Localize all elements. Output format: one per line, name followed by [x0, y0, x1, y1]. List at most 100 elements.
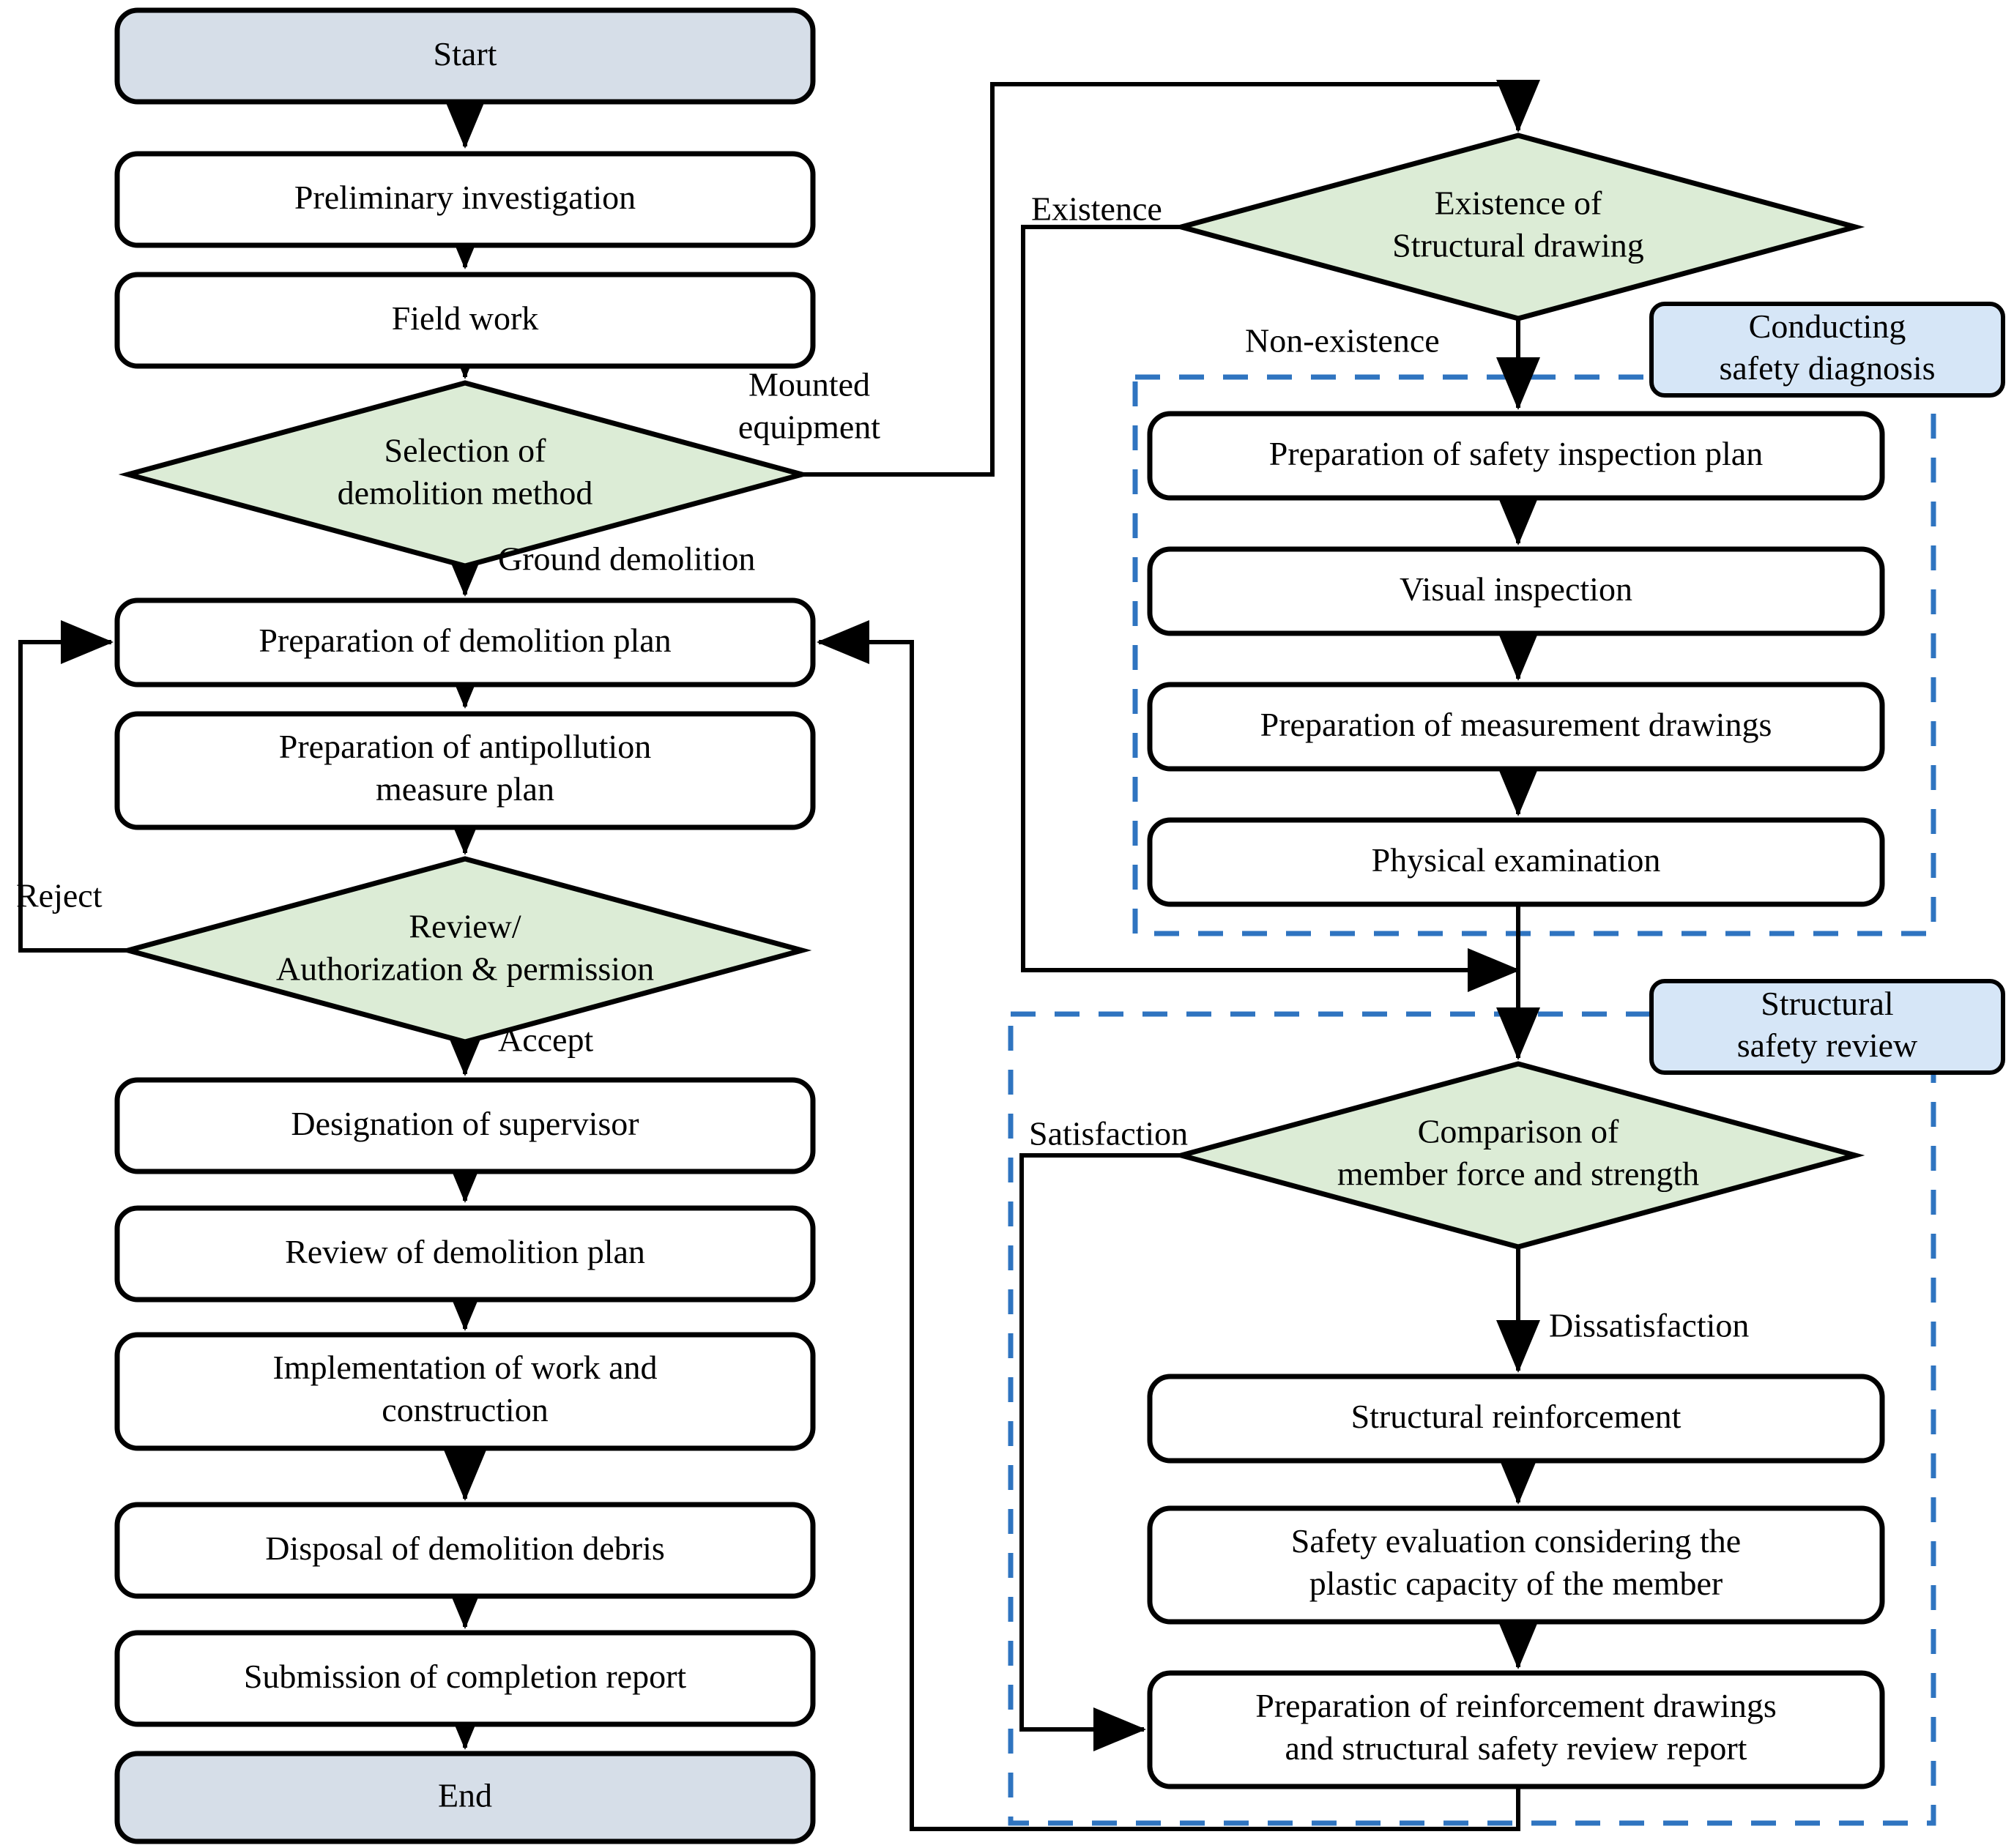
node-visualinsp[interactable]: Visual inspection: [1147, 546, 1885, 636]
process-shape: [114, 597, 816, 688]
group-dashed-border: [1008, 1011, 1936, 1826]
node-reinforcement[interactable]: Structural reinforcement: [1147, 1374, 1885, 1464]
edge-label-text: Non-existence: [1245, 322, 1440, 359]
process-shape: [114, 711, 816, 830]
process-shape: [114, 1332, 816, 1451]
group-tag-line1: Structural: [1761, 985, 1893, 1022]
process-shape: [1147, 1374, 1885, 1464]
node-measuredraw[interactable]: Preparation of measurement drawings: [1147, 682, 1885, 772]
node-label-line1: Comparison of: [1418, 1113, 1619, 1150]
node-label-line2: Structural drawing: [1392, 227, 1644, 264]
process-shape: [114, 1077, 816, 1174]
edge-label-non-existence: Non-existence: [1245, 322, 1440, 359]
terminal-shape: [114, 7, 816, 105]
node-label-line2: and structural safety review report: [1285, 1729, 1747, 1767]
node-label-line2: construction: [382, 1391, 548, 1428]
process-shape: [114, 1630, 816, 1727]
group-tag-structural-safety-review: Structural safety review: [1649, 979, 2005, 1075]
edge-existence-branch: [1021, 225, 1520, 992]
node-label-line2: measure plan: [376, 770, 554, 808]
node-field[interactable]: Field work: [114, 272, 816, 369]
node-label: Start: [434, 35, 497, 72]
node-supervisor[interactable]: Designation of supervisor: [114, 1077, 816, 1174]
edge-label-text: Satisfaction: [1029, 1115, 1188, 1152]
node-label: Review of demolition plan: [285, 1233, 645, 1270]
node-reinforcedraw[interactable]: Preparation of reinforcement drawings and…: [1147, 1670, 1885, 1789]
process-shape: [114, 1502, 816, 1599]
edge-label-ground-demolition: Ground demolition: [498, 540, 755, 578]
decision-shape: [1171, 133, 1865, 321]
group-tag-line2: safety review: [1737, 1027, 1918, 1064]
node-label-line2: demolition method: [338, 474, 593, 512]
edge-label-accept: Accept: [498, 1021, 593, 1059]
group-tag-shape: [1649, 979, 2005, 1075]
process-shape: [1147, 546, 1885, 636]
edge-label-text: Ground demolition: [498, 540, 755, 578]
node-label-line1: Existence of: [1435, 185, 1602, 222]
node-label: Preparation of safety inspection plan: [1269, 435, 1763, 472]
node-physicalexam[interactable]: Physical examination: [1147, 817, 1885, 907]
node-reviewplan[interactable]: Review of demolition plan: [114, 1205, 816, 1303]
node-label-line2: Authorization & permission: [276, 950, 654, 988]
node-prelim[interactable]: Preliminary investigation: [114, 151, 816, 248]
node-label: Preliminary investigation: [294, 179, 636, 216]
node-submission[interactable]: Submission of completion report: [114, 1630, 816, 1727]
edge-label-line2: equipment: [738, 409, 880, 446]
edge-label-text: Reject: [16, 877, 103, 914]
node-label: Structural reinforcement: [1351, 1398, 1682, 1435]
node-label: Designation of supervisor: [291, 1105, 639, 1142]
process-shape: [1147, 411, 1885, 501]
edge-label-mounted-equipment: Mounted equipment: [738, 366, 880, 446]
node-label: Field work: [392, 299, 539, 337]
edge-satisfaction-branch: [1019, 1153, 1181, 1751]
process-shape: [114, 151, 816, 248]
node-start[interactable]: Start: [114, 7, 816, 105]
edge-label-dissatisfaction: Dissatisfaction: [1549, 1307, 1749, 1344]
process-shape: [114, 272, 816, 369]
edge-label-satisfaction: Satisfaction: [1029, 1115, 1188, 1152]
node-label: End: [438, 1777, 492, 1814]
edge-label-reject: Reject: [16, 877, 103, 914]
node-selection[interactable]: Selection of demolition method: [118, 380, 812, 569]
node-inspectplan[interactable]: Preparation of safety inspection plan: [1147, 411, 1885, 501]
node-label: Physical examination: [1372, 841, 1661, 879]
node-label-line1: Preparation of reinforcement drawings: [1255, 1687, 1776, 1724]
node-disposal[interactable]: Disposal of demolition debris: [114, 1502, 816, 1599]
edge-label-text: Existence: [1031, 190, 1162, 228]
edge-label-text: Dissatisfaction: [1549, 1307, 1749, 1344]
edge-label-line1: Mounted: [748, 366, 870, 403]
node-label: Disposal of demolition debris: [265, 1530, 665, 1567]
node-label-line1: Safety evaluation considering the: [1291, 1522, 1741, 1560]
node-label: Preparation of measurement drawings: [1260, 706, 1772, 743]
node-demoplan[interactable]: Preparation of demolition plan: [114, 597, 816, 688]
group-structural-safety-review: [1008, 1011, 1936, 1826]
node-label: Submission of completion report: [244, 1658, 687, 1695]
node-label-line1: Selection of: [384, 432, 547, 469]
edge-label-text: Accept: [498, 1021, 593, 1059]
decision-shape: [118, 380, 812, 569]
node-label-line2: plastic capacity of the member: [1309, 1565, 1723, 1602]
process-shape: [114, 1205, 816, 1303]
edge-return-to-demoplan: [817, 620, 1520, 1831]
decision-shape: [118, 856, 812, 1045]
node-end[interactable]: End: [114, 1751, 816, 1844]
node-existdrawing[interactable]: Existence of Structural drawing: [1171, 133, 1865, 321]
node-review[interactable]: Review/Authorization & permission: [118, 856, 812, 1045]
node-label: Visual inspection: [1400, 570, 1632, 608]
process-shape: [1147, 1505, 1885, 1625]
group-tag-shape: [1649, 302, 2005, 398]
edge-mounted-equipment: [802, 80, 1540, 477]
node-plasticeval[interactable]: Safety evaluation considering the plastic…: [1147, 1505, 1885, 1625]
edge-label-existence: Existence: [1031, 190, 1162, 228]
group-tag-line2: safety diagnosis: [1719, 349, 1935, 387]
process-shape: [1147, 682, 1885, 772]
terminal-shape: [114, 1751, 816, 1844]
